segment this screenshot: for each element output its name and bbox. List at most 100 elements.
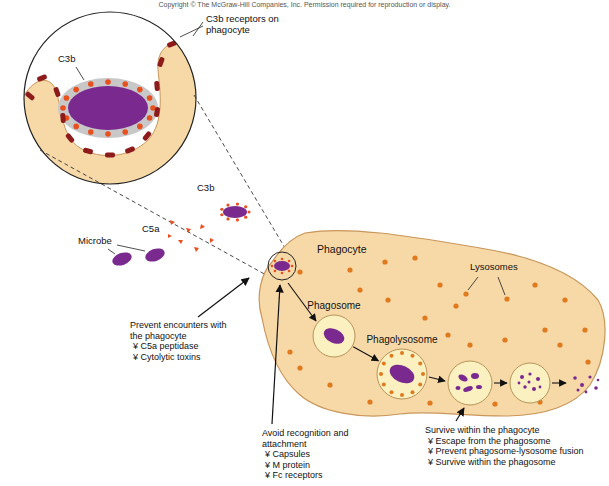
c3b-dot xyxy=(281,258,284,261)
c3b-dot xyxy=(244,205,247,208)
leader-line xyxy=(117,245,145,251)
part-label: C3b receptors on phagocyte xyxy=(206,14,288,35)
phagosome: Phagosome xyxy=(304,300,363,359)
process-arrow xyxy=(429,377,445,381)
microbe-cell xyxy=(144,246,167,264)
c3b-dot xyxy=(88,81,94,87)
part-label: Lysosomes xyxy=(470,262,518,273)
c3b-dot xyxy=(73,87,79,93)
lysosome xyxy=(287,349,292,354)
lysosome xyxy=(347,267,352,272)
fused-lysosome xyxy=(421,372,425,376)
leader-line xyxy=(108,249,115,254)
c3b-dot xyxy=(64,95,70,101)
c3b-dot xyxy=(220,208,223,211)
vacuole-membrane xyxy=(377,349,427,399)
released-debris xyxy=(573,375,599,393)
capsule-halo xyxy=(58,78,158,138)
c3b-dot xyxy=(247,210,250,213)
bullet-item: ¥ Survive within the phagosome xyxy=(428,457,605,468)
engulfed-microbe xyxy=(387,361,418,387)
engulfed-microbe xyxy=(321,325,347,347)
vacuole-membrane xyxy=(313,315,355,357)
process-arrow xyxy=(353,347,378,361)
lysosome xyxy=(502,337,507,342)
cell-membrane xyxy=(259,231,605,416)
c3b-dot xyxy=(236,218,239,221)
leader-line xyxy=(498,277,505,295)
c3b-dot xyxy=(88,129,94,135)
leader-line xyxy=(468,277,478,290)
lysosome xyxy=(562,297,567,302)
fused-lysosome xyxy=(400,393,404,397)
lysosome xyxy=(492,401,497,406)
part-label: Microbe xyxy=(78,236,112,247)
c3b-dot xyxy=(147,95,153,101)
c3b-dot xyxy=(122,129,128,135)
pointer-arrow xyxy=(272,285,280,424)
c3b-dot xyxy=(281,272,284,275)
lysosome xyxy=(412,255,417,260)
part-label: C3b xyxy=(58,54,75,65)
digesting-vacuole xyxy=(510,363,550,403)
lysosome xyxy=(427,400,432,405)
bullet-item: ¥ Cytolytic toxins xyxy=(133,352,238,363)
process-arrow xyxy=(288,283,316,321)
lysosome xyxy=(297,365,302,370)
c3b-receptor xyxy=(195,54,203,65)
lysosome xyxy=(445,332,450,337)
c3b-dot xyxy=(60,105,66,111)
c3b-receptor xyxy=(154,107,161,118)
microbe-cell xyxy=(68,86,148,130)
node-label: Phagolysosome xyxy=(363,334,440,346)
node-label: Phagosome xyxy=(304,300,363,312)
zoom-line xyxy=(40,150,268,276)
pointer-arrow xyxy=(456,408,464,421)
lysosome xyxy=(297,269,302,274)
c3b-receptor xyxy=(36,74,47,82)
leader-line xyxy=(76,67,84,80)
bullet-item: ¥ Prevent phagosome-lysosome fusion xyxy=(428,446,605,457)
opsonized-microbe xyxy=(223,206,247,218)
bullet-item: ¥ Capsules xyxy=(265,449,362,460)
pointer-arrow xyxy=(198,278,249,317)
c3b-receptor xyxy=(124,146,135,154)
lysosome xyxy=(385,297,390,302)
lysosome xyxy=(532,282,537,287)
cell-label: Phagocyte xyxy=(317,243,367,255)
lysosome xyxy=(367,399,372,404)
c3b-receptor xyxy=(105,153,115,158)
c5a-fragments xyxy=(168,220,214,252)
connector-layer xyxy=(255,225,265,235)
lysosome xyxy=(542,327,547,332)
c3b-dot xyxy=(105,131,111,137)
c3b-dot xyxy=(105,79,111,85)
c3b-dot xyxy=(288,270,291,273)
part-label: C5a xyxy=(142,224,159,235)
zoom-circle xyxy=(268,252,296,280)
c3b-receptor xyxy=(182,41,193,49)
caption-heading: Avoid recognition and attachment xyxy=(262,428,362,449)
c3b-receptor xyxy=(25,91,36,101)
zoom-line xyxy=(194,95,288,253)
lysosome xyxy=(557,342,562,347)
cell-outline xyxy=(255,225,605,420)
c3b-receptor xyxy=(154,81,160,91)
digesting-vacuole xyxy=(448,361,492,405)
caption-heading: Prevent encounters with the phagocyte xyxy=(130,320,238,341)
microbe-fragments xyxy=(456,373,483,393)
copyright-note: Copyright © The McGraw-Hill Companies, I… xyxy=(0,1,609,9)
microbe-cell xyxy=(111,250,134,268)
fused-lysosome xyxy=(418,362,422,366)
fused-lysosome xyxy=(382,362,386,366)
lysosome xyxy=(582,327,587,332)
leader-line xyxy=(193,22,203,36)
lysosome xyxy=(585,359,590,364)
c3b-dot xyxy=(122,81,128,87)
lysosome xyxy=(504,296,509,301)
part-label: C3b xyxy=(197,183,214,194)
process-arrow xyxy=(494,382,507,383)
c3b-dot xyxy=(226,203,229,206)
vacuole-outline xyxy=(375,347,429,401)
